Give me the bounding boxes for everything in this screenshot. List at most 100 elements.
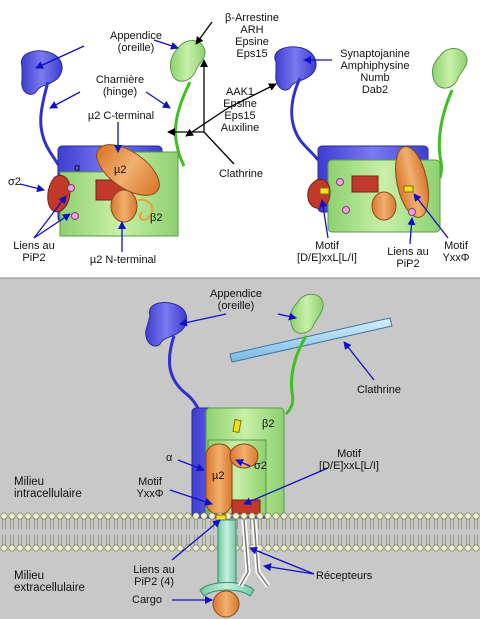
alpha-appendage	[145, 302, 188, 347]
lipid-head	[472, 512, 480, 520]
lipid-head	[88, 544, 96, 552]
lipid-head	[272, 544, 280, 552]
lipid-head	[40, 512, 48, 520]
lipid-head	[368, 512, 376, 520]
lipid-head	[200, 544, 208, 552]
lipid-head	[408, 512, 416, 520]
lipid-head	[24, 512, 32, 520]
lipid-head	[208, 512, 216, 520]
lipid-head	[264, 512, 272, 520]
lipid-head	[240, 512, 248, 520]
pip2-site	[408, 208, 416, 216]
lipid-head	[328, 544, 336, 552]
mu2-n-terminal-domain	[110, 189, 138, 223]
label-clathrine-bottom: Clathrine	[356, 384, 402, 396]
receptor-outline	[239, 519, 269, 587]
lipid-head	[232, 512, 240, 520]
lipid-head	[176, 544, 184, 552]
lipid-head	[432, 544, 440, 552]
lipid-head	[192, 544, 200, 552]
label-alpha: α	[74, 162, 81, 174]
label-beta2-bottom: β2	[262, 418, 275, 430]
pip2-site	[336, 178, 344, 186]
lipid-head	[96, 512, 104, 520]
lipid-head	[160, 544, 168, 552]
lipid-head	[304, 544, 312, 552]
lipid-head	[448, 512, 456, 520]
lipid-head	[456, 544, 464, 552]
lipid-head	[8, 544, 16, 552]
pip2-site	[67, 184, 75, 192]
lipid-head	[56, 544, 64, 552]
lipid-head	[392, 512, 400, 520]
lipid-head	[152, 544, 160, 552]
alpha-appendage	[20, 50, 63, 95]
lipid-head	[288, 512, 296, 520]
lipid-head	[120, 544, 128, 552]
mu2-c-terminal-domain	[96, 144, 160, 196]
lipid-head	[112, 544, 120, 552]
lipid-head	[56, 512, 64, 520]
label-sigma2: σ2	[8, 176, 21, 188]
lipid-head	[136, 544, 144, 552]
mu2-linker	[137, 198, 154, 221]
lipid-head	[88, 512, 96, 520]
lipid-head	[320, 512, 328, 520]
top-black-arrows	[167, 21, 277, 165]
lipid-head	[200, 512, 208, 520]
lipid-head	[312, 512, 320, 520]
lipid-head	[384, 544, 392, 552]
beta-hinge	[173, 81, 192, 167]
lipid-head	[296, 544, 304, 552]
lipid-head	[376, 512, 384, 520]
lipid-head	[176, 512, 184, 520]
yxx-motif-site	[403, 185, 414, 193]
lipid-head	[328, 512, 336, 520]
lipid-head	[248, 512, 256, 520]
label-motif-dxxl-top: Motif[D/E]xxL[L/I]	[297, 240, 357, 264]
lipid-head	[144, 544, 152, 552]
lipid-head	[136, 512, 144, 520]
lipid-head	[128, 544, 136, 552]
label-mu2-c-terminal: µ2 C-terminal	[87, 110, 155, 122]
lipid-head	[184, 512, 192, 520]
lipid-head	[16, 512, 24, 520]
lipid-head	[0, 512, 8, 520]
mu2-inner-red	[351, 175, 379, 193]
label-alpha-bottom: α	[166, 452, 173, 464]
label-appendice-bottom: Appendice(oreille)	[210, 288, 262, 312]
lipid-head	[264, 544, 272, 552]
beta-appendage	[431, 48, 468, 89]
label-appendice: Appendice(oreille)	[110, 30, 162, 54]
top-blue-arrows	[19, 39, 449, 252]
lipid-head	[96, 544, 104, 552]
lipid-head	[336, 512, 344, 520]
lipid-head	[32, 512, 40, 520]
lipid-head	[48, 544, 56, 552]
ap2-membrane-complex	[145, 293, 393, 519]
beta-hinge	[437, 89, 454, 179]
alpha-hinge	[290, 77, 320, 161]
lipid-head	[280, 544, 288, 552]
lipid-head	[304, 512, 312, 520]
label-sigma2-bottom: σ2	[254, 460, 267, 472]
lipid-head	[104, 544, 112, 552]
lipid-head	[368, 544, 376, 552]
lipid-head	[352, 544, 360, 552]
lipid-head	[464, 512, 472, 520]
lipid-head	[392, 544, 400, 552]
lipid-head	[400, 512, 408, 520]
lipid-head	[0, 544, 8, 552]
lipid-head	[72, 512, 80, 520]
lipid-head	[376, 544, 384, 552]
lipid-head	[344, 512, 352, 520]
lipid-head	[320, 544, 328, 552]
lipid-head	[104, 512, 112, 520]
